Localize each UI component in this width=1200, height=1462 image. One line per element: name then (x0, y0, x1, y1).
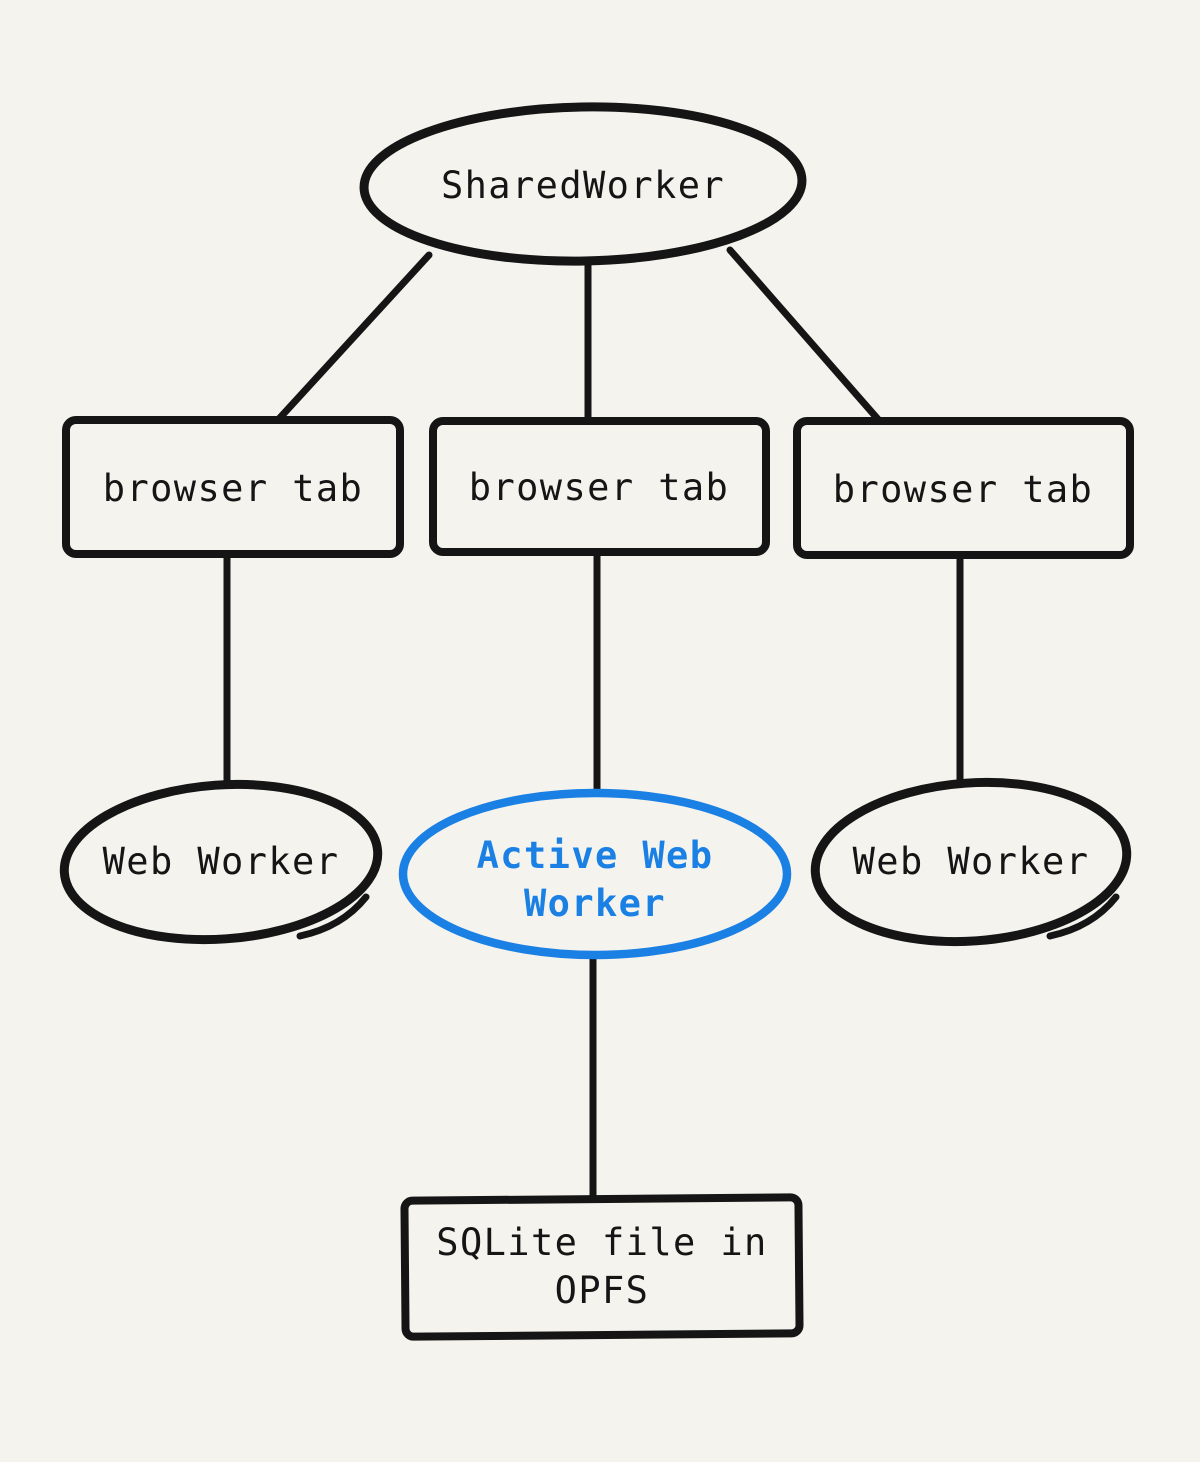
pen-overshoot-right (1046, 893, 1120, 940)
web-worker-shape-left (59, 779, 383, 945)
browser-tab-label-2: browser tab (468, 466, 730, 509)
web-worker-label-left: Web Worker (102, 840, 340, 883)
sqlite-opfs-shape (400, 1193, 804, 1341)
browser-tab-shape-2 (429, 417, 770, 556)
browser-tab-shape-1 (62, 416, 404, 558)
browser-tab-shape-3 (793, 417, 1134, 559)
web-worker-label-right: Web Worker (852, 840, 1090, 883)
active-web-worker-label: Active Web Worker (476, 834, 714, 925)
browser-tab-label-1: browser tab (102, 467, 364, 510)
connector-sharedworker-tab1 (262, 251, 433, 437)
connector-sharedworker-tab3 (726, 246, 894, 437)
sqlite-opfs-label: SQLite file in OPFS (436, 1221, 768, 1312)
pen-overshoot-left (296, 893, 370, 940)
browser-tab-label-3: browser tab (832, 468, 1094, 511)
shared-worker-shape (359, 102, 807, 266)
active-web-worker-shape (398, 788, 792, 960)
web-worker-shape-right (810, 777, 1132, 947)
shared-worker-label: SharedWorker (440, 164, 726, 207)
